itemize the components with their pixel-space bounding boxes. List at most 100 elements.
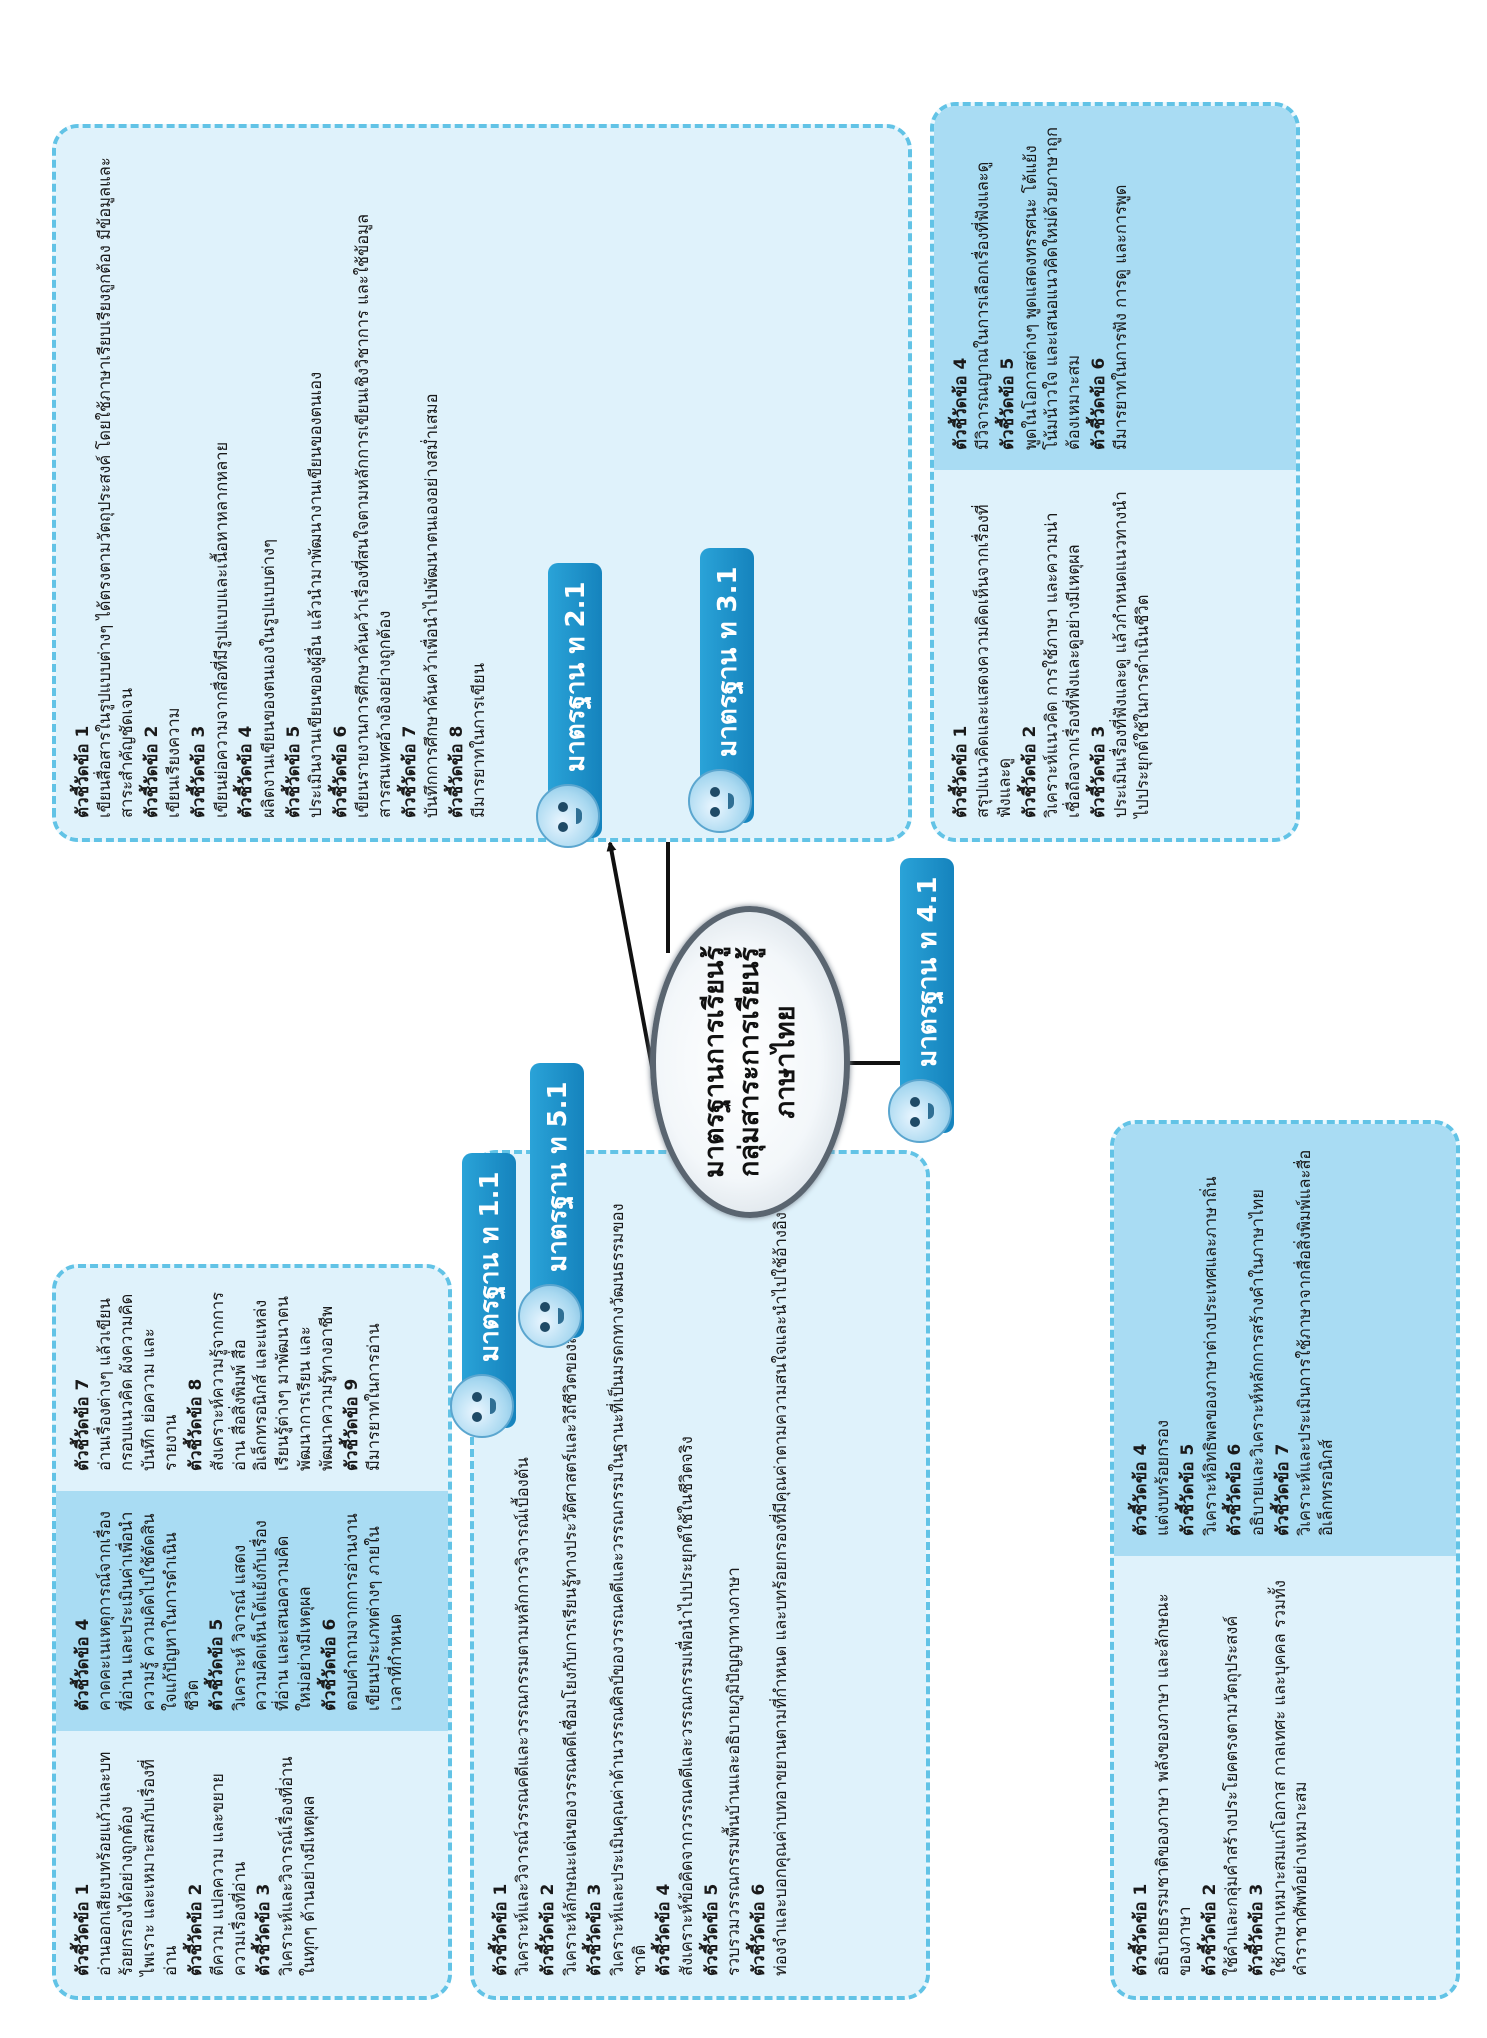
standard-tag-3-1: มาตรฐาน ท 3.1 [688, 548, 754, 833]
indicator-label: ตัวชี้วัดข้อ 4 [951, 357, 971, 450]
indicator-text: ตอบคำถามจากการอ่านงานเขียนประเภทต่างๆ ภา… [342, 1513, 405, 1711]
indicator-label: ตัวชี้วัดข้อ 5 [1178, 1443, 1199, 1536]
indicator-text: สังเคราะห์ข้อคิดจากวรรณคดีและวรรณกรรมเพื… [676, 1436, 696, 1976]
indicator-text: บันทึกการศึกษาค้นคว้าเพื่อนำไปพัฒนาตนเอง… [422, 393, 442, 818]
indicator-label: ตัวชี้วัดข้อ 4 [236, 725, 257, 818]
hub-title-line-1: มาตรฐานการเรียนรู้ [699, 945, 731, 1179]
indicator-label: ตัวชี้วัดข้อ 2 [141, 725, 162, 818]
mascot-icon [450, 1374, 514, 1438]
hub-title-line-3: ภาษาไทย [769, 1005, 801, 1119]
indicator-text: ใช้คำและกลุ่มคำสร้างประโยคตรงตามวัตถุประ… [1222, 1615, 1242, 1976]
indicator-text: อธิบายและวิเคราะห์หลักการสร้างคำในภาษาไท… [1247, 1189, 1267, 1536]
indicator-label: ตัวชี้วัดข้อ 2 [1199, 1883, 1220, 1976]
indicator-text: วิเคราะห์ วิจารณ์ แสดงความคิดเห็นโต้แย้ง… [229, 1520, 314, 1711]
indicator-text: ตีความ แปลความ และขยายความเรื่องที่อ่าน [207, 1773, 249, 1976]
indicator-label: ตัวชี้วัดข้อ 3 [585, 1883, 606, 1976]
indicator-text: พูดในโอกาสต่างๆ พูดแสดงทรรศนะ โต้แย้ง โน… [1020, 127, 1084, 450]
indicator-label: ตัวชี้วัดข้อ 6 [748, 1883, 769, 1976]
indicator-label: ตัวชี้วัดข้อ 7 [399, 725, 420, 818]
indicator-label: ตัวชี้วัดข้อ 6 [330, 725, 351, 818]
indicator-label: ตัวชี้วัดข้อ 7 [73, 1378, 93, 1471]
indicator-label: ตัวชี้วัดข้อ 3 [1247, 1883, 1268, 1976]
indicator-label: ตัวชี้วัดข้อ 8 [185, 1378, 206, 1471]
indicator-text: ท่องจำและบอกคุณค่าบทอาขยานตามที่กำหนด แล… [771, 1212, 791, 1976]
indicator-label: ตัวชี้วัดข้อ 5 [998, 357, 1019, 450]
indicator-label: ตัวชี้วัดข้อ 5 [283, 725, 304, 818]
indicator-text: ใช้ภาษาเหมาะสมแก่โอกาส กาลเทศะ และบุคคล … [1269, 1580, 1311, 1976]
indicator-label: ตัวชี้วัดข้อ 5 [207, 1618, 228, 1711]
indicator-label: ตัวชี้วัดข้อ 1 [1131, 1883, 1151, 1976]
indicator-text: วิเคราะห์และประเมินคุณค่าด้านวรรณศิลป์ขอ… [607, 1203, 649, 1976]
indicator-text: วิเคราะห์และวิจารณ์เรื่องที่อ่านในทุกๆ ด… [276, 1756, 318, 1976]
indicator-text: มีมารยาทในการเขียน [469, 662, 489, 818]
indicator-text: คาดคะเนเหตุการณ์จากเรื่องที่อ่าน และประเ… [95, 1511, 202, 1711]
indicator-label: ตัวชี้วัดข้อ 4 [1131, 1443, 1151, 1536]
indicator-label: ตัวชี้วัดข้อ 1 [73, 725, 93, 818]
standard-tag-label: มาตรฐาน ท 5.1 [542, 1081, 573, 1272]
line-to-2-1 [606, 841, 657, 1084]
mascot-icon [888, 1079, 952, 1143]
indicator-label: ตัวชี้วัดข้อ 3 [1088, 725, 1109, 818]
hub-title-line-2: กลุ่มสาระการเรียนรู้ [734, 947, 766, 1177]
indicator-text: เขียนย่อความจากสื่อที่มีรูปแบบและเนื้อหา… [211, 441, 231, 818]
standard-tag-4-1: มาตรฐาน ท 4.1 [888, 858, 954, 1143]
indicator-text: อ่านเรื่องต่างๆ แล้วเขียนกรอบแนวคิด ผังค… [95, 1293, 180, 1471]
indicator-label: ตัวชี้วัดข้อ 9 [341, 1378, 362, 1471]
standard-tag-1-1: มาตรฐาน ท 1.1 [450, 1153, 516, 1438]
indicator-text: มีมารยาทในการอ่าน [363, 1323, 383, 1471]
indicator-text: วิเคราะห์และประเมินการใช้ภาษาจากสื่อสิ่ง… [1295, 1149, 1336, 1536]
indicator-label: ตัวชี้วัดข้อ 2 [1019, 725, 1040, 818]
indicator-text: วิเคราะห์แนวคิด การใช้ภาษา และความน่าเชื… [1042, 512, 1084, 818]
standard-tag-label: มาตรฐาน ท 4.1 [912, 876, 943, 1067]
indicator-text: มีมารยาทในการฟัง การดู และการพูด [1111, 184, 1131, 450]
indicator-label: ตัวชี้วัดข้อ 6 [319, 1618, 340, 1711]
indicator-text: มีวิจารณญาณในการเลือกเรื่องที่ฟังและดู [973, 161, 993, 450]
indicator-label: ตัวชี้วัดข้อ 7 [1272, 1443, 1293, 1536]
standard-tag-label: มาตรฐาน ท 3.1 [712, 566, 743, 757]
indicator-text: อ่านออกเสียงบทร้อยแก้วและบทร้อยกรองได้อย… [95, 1751, 180, 1976]
indicator-label: ตัวชี้วัดข้อ 8 [446, 725, 467, 818]
indicator-label: ตัวชี้วัดข้อ 5 [701, 1883, 722, 1976]
indicator-text: สรุปแนวคิดและแสดงความคิดเห็นจากเรื่องที่… [973, 504, 1015, 818]
indicator-text: เขียนรายงานการศึกษาค้นคว้าเรื่องที่สนใจต… [353, 213, 394, 818]
mascot-icon [518, 1284, 582, 1348]
indicator-text: ประเมินงานเขียนของผู้อื่น แล้วนำมาพัฒนาง… [306, 371, 326, 818]
standard-tag-2-1: มาตรฐาน ท 2.1 [536, 563, 602, 848]
indicator-label: ตัวชี้วัดข้อ 6 [1088, 357, 1109, 450]
indicator-label: ตัวชี้วัดข้อ 3 [254, 1883, 275, 1976]
standard-tag-label: มาตรฐาน ท 1.1 [474, 1171, 505, 1362]
